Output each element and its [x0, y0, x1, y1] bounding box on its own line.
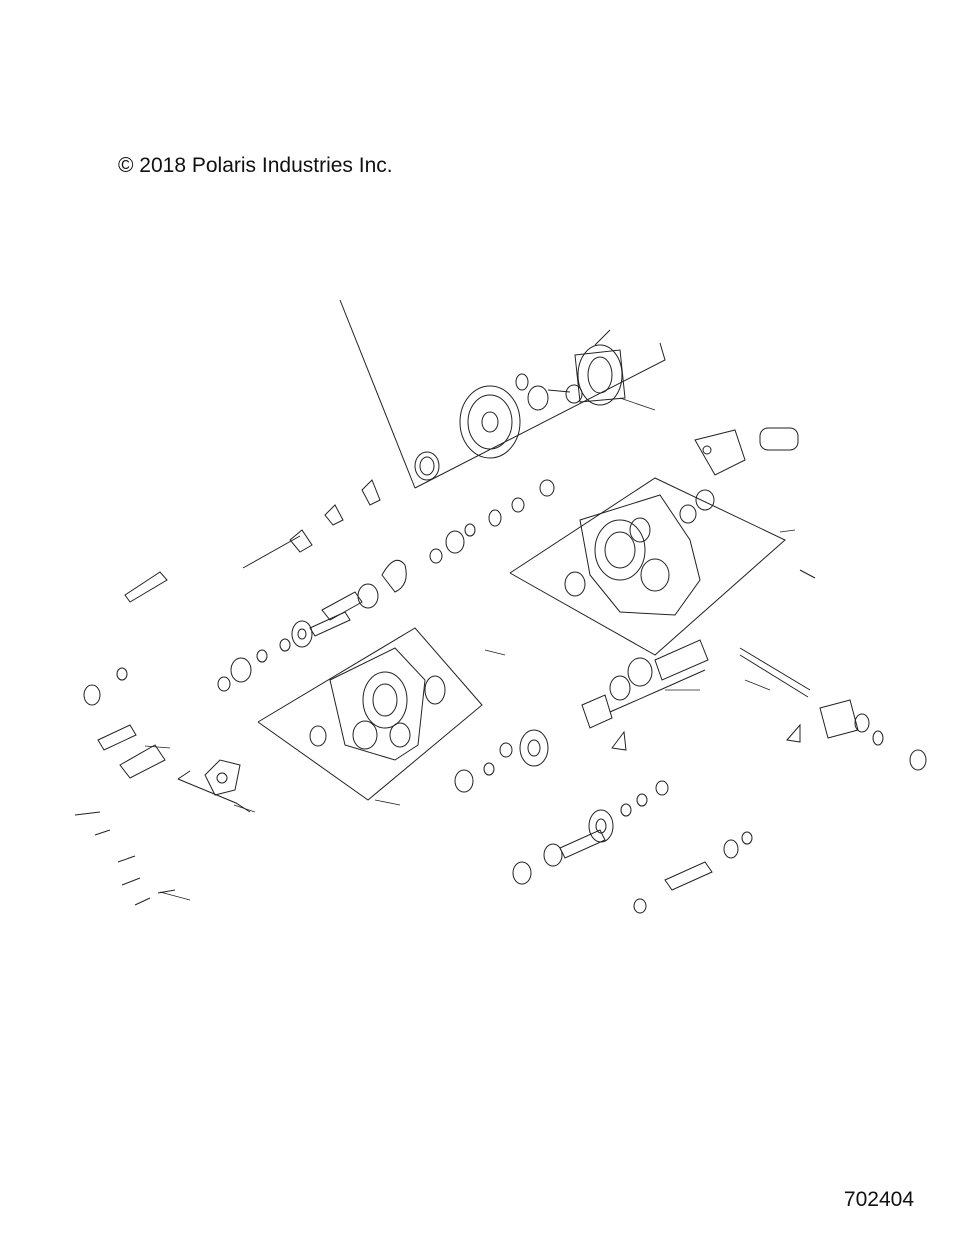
assembly-outline-shift [178, 771, 250, 812]
output-shaft-right [740, 648, 926, 770]
main-case-right [580, 495, 700, 615]
warning-triangle [612, 725, 800, 750]
diagram-id: 702404 [843, 1188, 914, 1211]
dowel-pin [800, 570, 815, 578]
assembly-outline-left-case [258, 628, 482, 800]
assembly-outline-main-case [510, 478, 785, 655]
actuator-motor [695, 428, 798, 475]
pinion-shaft [610, 640, 708, 700]
assembly-outline-differential [340, 300, 665, 488]
copyright-notice: © 2018 Polaris Industries Inc. [118, 154, 393, 177]
output-shaft-primary [322, 584, 378, 620]
cover-gasket [582, 695, 612, 728]
shift-rail [243, 480, 380, 568]
shift-fork-bearing-row [218, 639, 290, 691]
seal-lower [455, 743, 512, 792]
assembly-outline-pinion [610, 670, 705, 712]
thrust-washers-bottom [513, 781, 668, 884]
gear-wide [520, 730, 548, 766]
main-case-left [330, 648, 425, 760]
gear-bottom-large [544, 810, 613, 866]
middle-bearing-row [430, 480, 554, 563]
shift-housing [205, 760, 240, 795]
diff-bearing-pair [516, 374, 582, 410]
sprocket-gear [292, 612, 350, 647]
ring-gear [460, 386, 520, 458]
bearing-right-stack [565, 490, 714, 596]
drive-shaft-left [125, 572, 167, 602]
bolt-cluster [75, 812, 175, 905]
idler-shaft [634, 832, 752, 913]
seal-ring-upper [415, 452, 439, 480]
leader-lines [145, 398, 795, 900]
gear-set-left [84, 668, 165, 778]
cover-plate-left [310, 676, 445, 746]
drive-chain [382, 560, 406, 592]
